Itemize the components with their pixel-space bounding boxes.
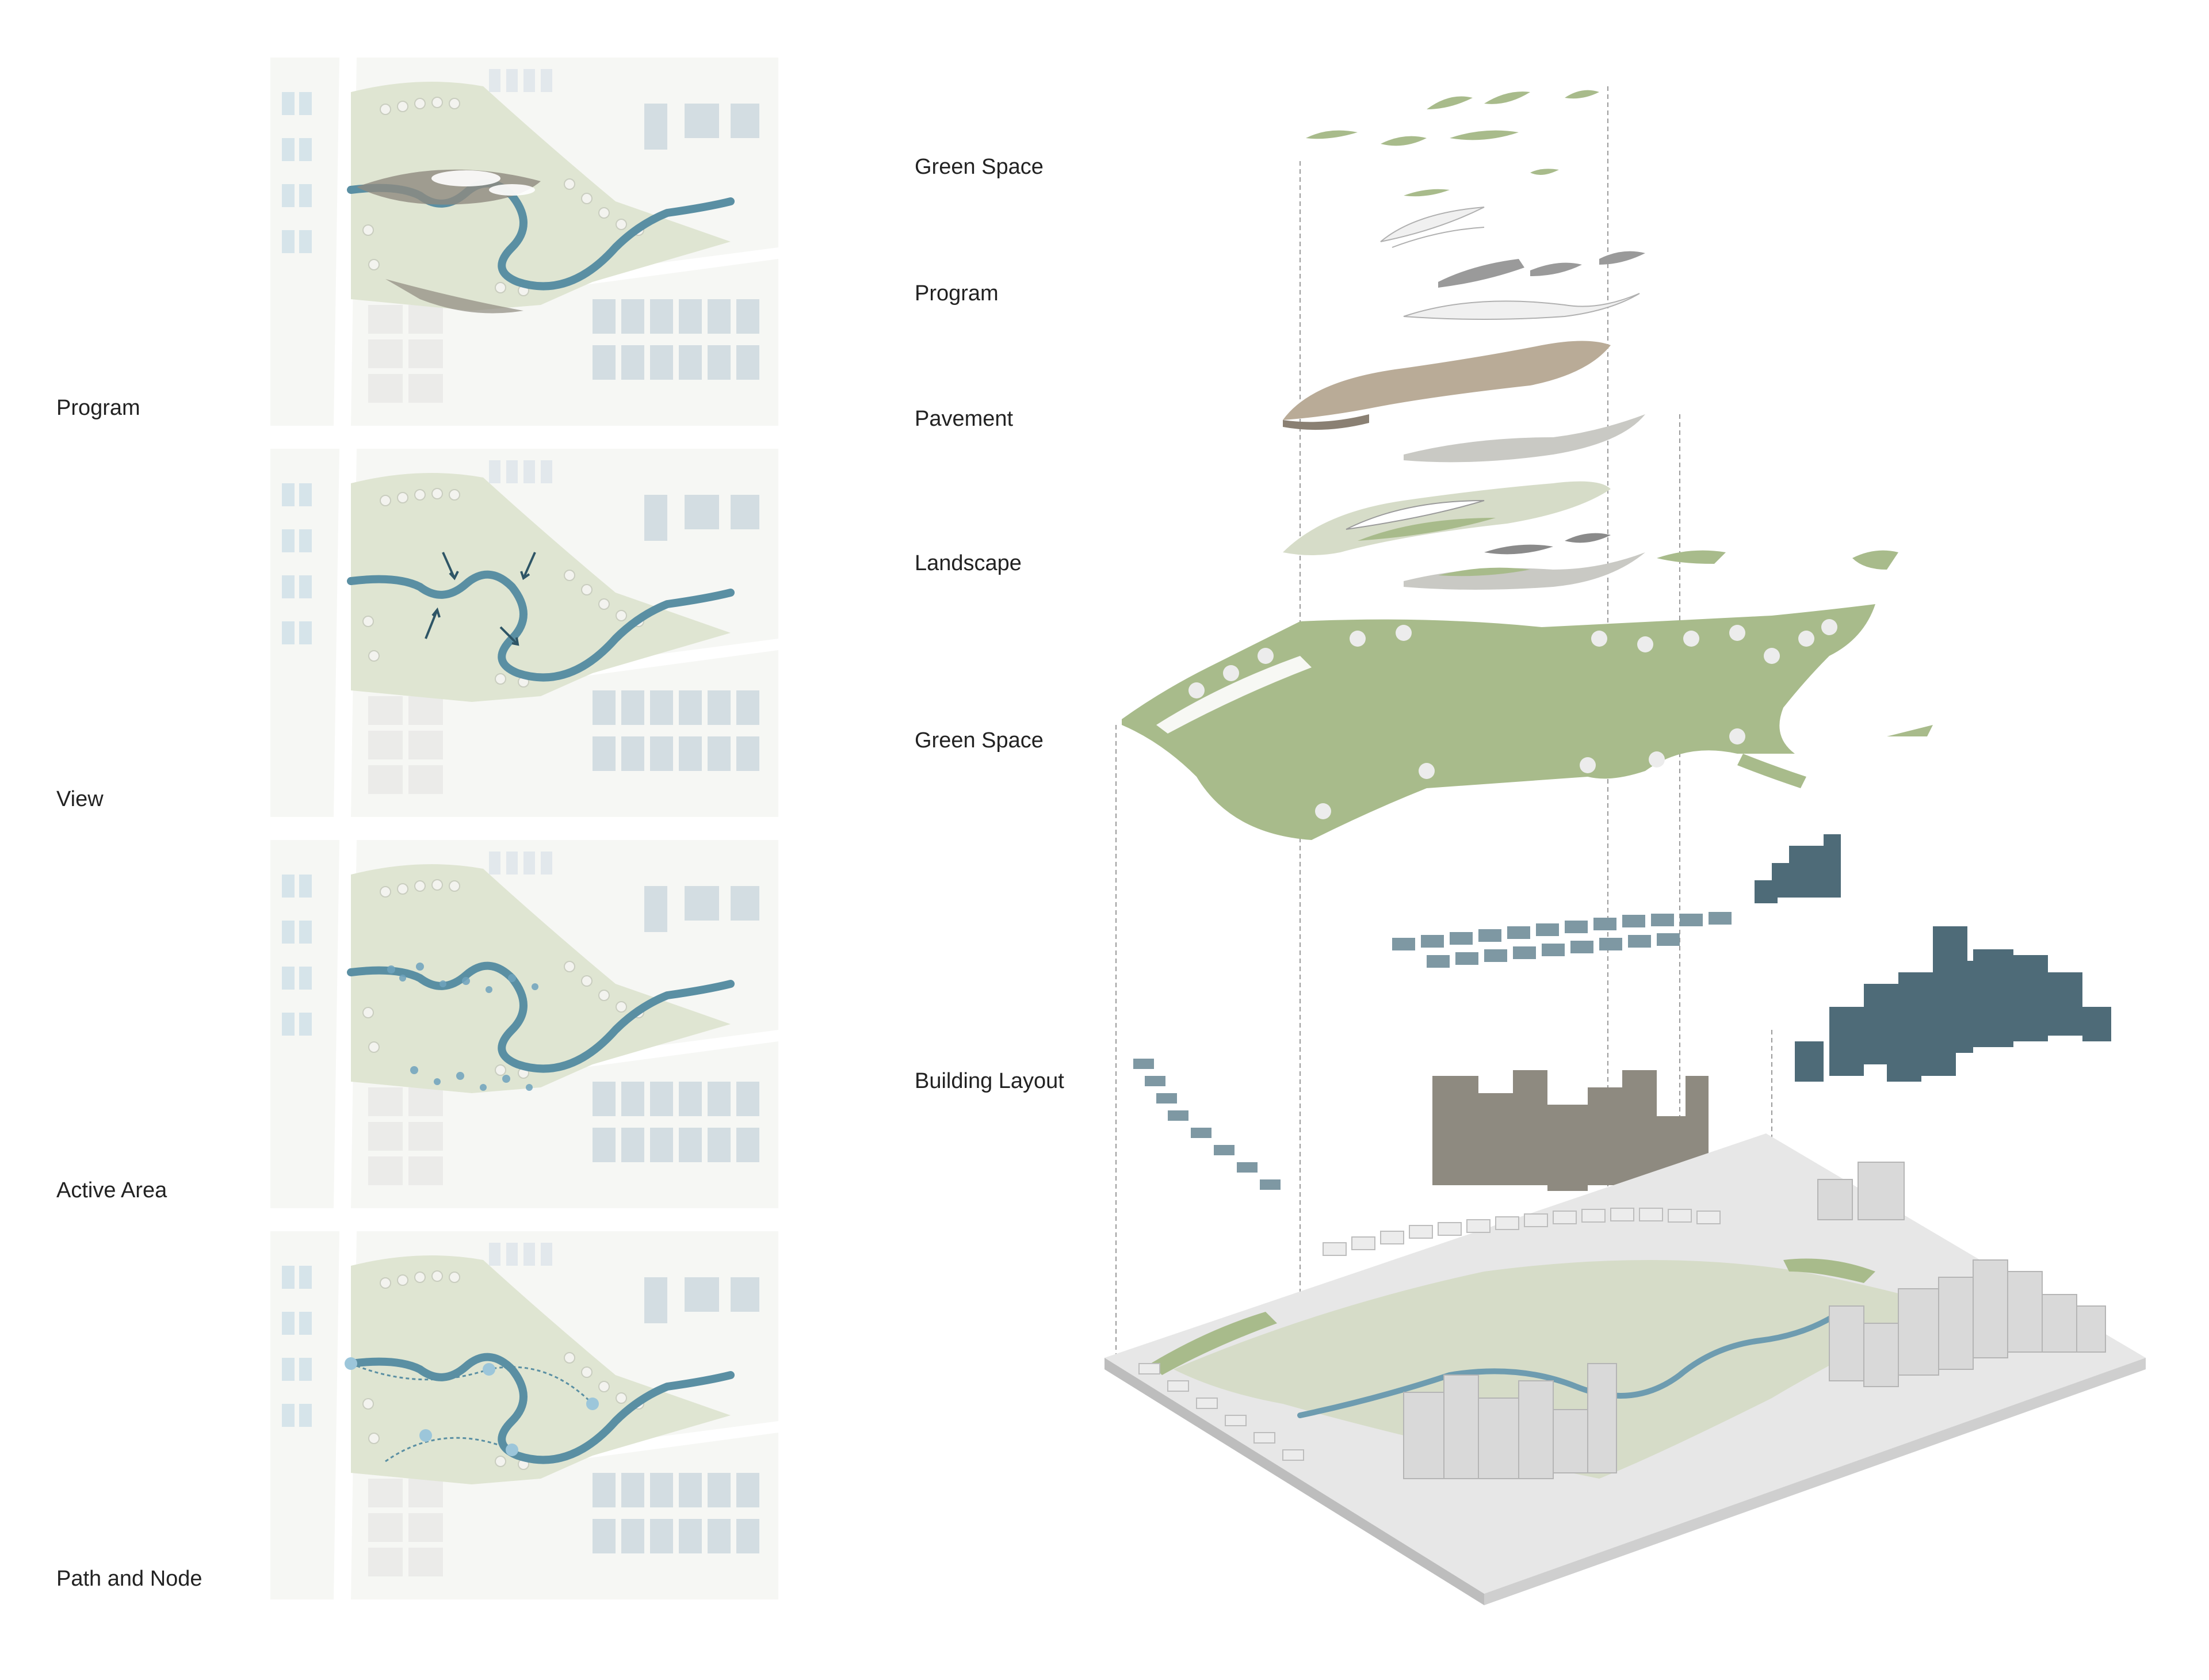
program-zones — [357, 169, 541, 314]
building-layout-layer — [1133, 834, 2111, 1191]
plan-panel-active-area — [270, 840, 778, 1208]
blue-row-buildings — [1392, 912, 1732, 968]
view-arrows — [425, 552, 536, 646]
green-fragments-layer — [1306, 90, 1599, 197]
base-towers — [1403, 1162, 2106, 1479]
layer-label-program: Program — [915, 281, 999, 306]
plan-map-program — [270, 58, 778, 426]
plan-panel-view — [270, 449, 778, 817]
blue-left-rows — [1133, 1059, 1281, 1190]
plan-map-path-and-node — [270, 1231, 778, 1599]
plan-panel-path-and-node — [270, 1231, 778, 1599]
pavement-layer — [1283, 341, 1645, 463]
base-model — [1104, 1133, 2146, 1605]
layer-label-pavement: Pavement — [915, 407, 1014, 431]
plan-map-active-area — [270, 840, 778, 1208]
base-low-rows — [1138, 1208, 1721, 1461]
layer-label-building-layout: Building Layout — [915, 1069, 1064, 1093]
plan-map-view — [270, 449, 778, 817]
exploded-axonometric — [1081, 75, 2174, 1628]
axonometric-drawing — [1104, 86, 2146, 1605]
panel-label-program: Program — [56, 396, 140, 420]
blue-small-cluster — [1755, 834, 1841, 903]
layer-label-landscape: Landscape — [915, 551, 1022, 575]
landscape-layer — [1283, 481, 1645, 590]
green-space-layer — [1122, 550, 1933, 840]
program-layer — [1380, 207, 1645, 320]
panel-label-path-and-node: Path and Node — [56, 1567, 202, 1591]
layer-label-green-space: Green Space — [915, 728, 1044, 753]
panel-label-view: View — [56, 787, 104, 811]
layer-label-green-space-top: Green Space — [915, 155, 1044, 179]
tree-row — [1188, 619, 1837, 819]
plan-panel-program — [270, 58, 778, 426]
blue-large-cluster — [1795, 926, 2111, 1082]
path-nodes — [345, 1357, 599, 1463]
active-dots — [387, 963, 538, 1091]
khaki-towers — [1432, 1070, 1709, 1191]
panel-label-active-area: Active Area — [56, 1178, 167, 1202]
